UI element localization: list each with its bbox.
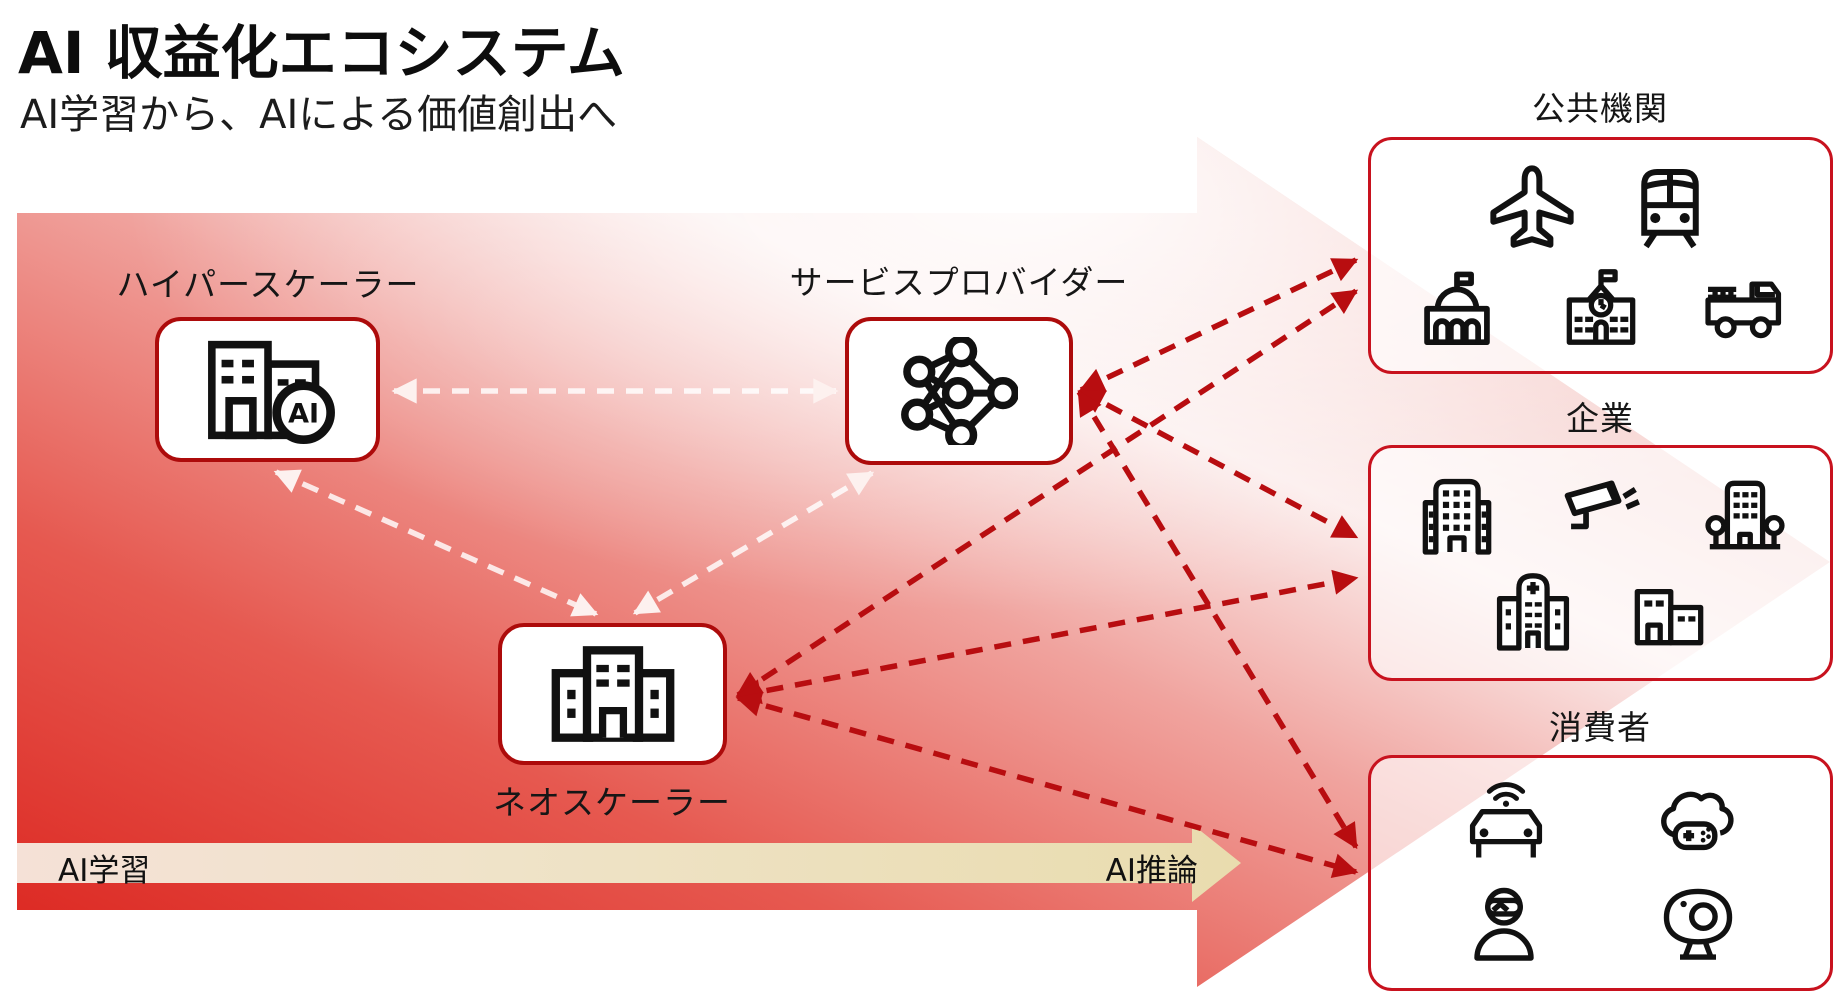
consumer-label: 消費者 [1549, 708, 1651, 747]
enterprise-box [1368, 445, 1833, 681]
corporate-campus-icon [1704, 480, 1785, 550]
hyperscaler-node: AI [155, 317, 380, 462]
small-office-icon [1634, 589, 1703, 646]
neoscaler-node [498, 623, 727, 765]
airplane-icon [1489, 164, 1574, 248]
connected-car-icon [1469, 782, 1542, 858]
link-hyperscaler-neoscaler [273, 469, 599, 617]
company-building-icon [551, 646, 674, 742]
public-sector-box [1368, 137, 1833, 374]
link-neoscaler-consumer [735, 692, 1359, 878]
office-buildings-ai-badge-icon: AI [207, 340, 335, 444]
vr-headset-user-icon [1473, 887, 1534, 961]
neural-network-icon [901, 337, 1018, 445]
page-subtitle: AI学習から、AIによる価値創出へ [20, 92, 618, 138]
neoscaler-label: ネオスケーラー [493, 783, 731, 822]
school-icon [1566, 268, 1635, 345]
link-neoscaler-enterprise [735, 569, 1359, 705]
webcam-icon [1663, 888, 1732, 960]
cctv-camera-icon [1564, 480, 1640, 530]
hyperscaler-label: ハイパースケーラー [116, 265, 420, 304]
enterprise-label: 企業 [1566, 399, 1634, 438]
service-provider-label: サービスプロバイダー [789, 263, 1129, 302]
train-icon [1640, 168, 1699, 248]
service-provider-node [845, 317, 1073, 465]
office-tower-icon [1422, 478, 1491, 555]
page-title: AI 収益化エコシステム [18, 19, 625, 87]
government-building-icon [1423, 271, 1490, 345]
ai-badge-text: AI [288, 398, 319, 429]
hospital-icon [1496, 573, 1569, 651]
fire-truck-icon [1704, 280, 1781, 338]
public-sector-label: 公共機関 [1532, 89, 1668, 128]
cloud-gaming-icon [1660, 791, 1734, 851]
ai-inference-label: AI推論 [1105, 853, 1198, 889]
ai-training-label: AI学習 [58, 853, 151, 889]
consumer-box [1368, 755, 1833, 991]
